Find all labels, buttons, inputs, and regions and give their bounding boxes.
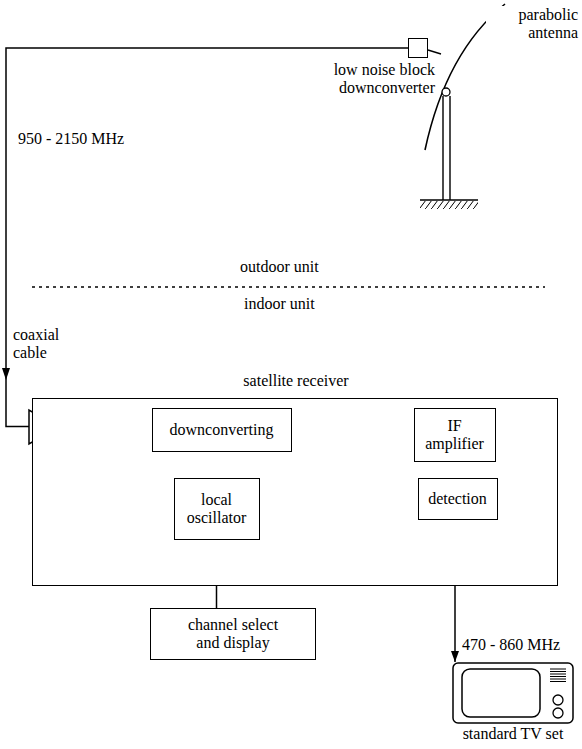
node-text: channel select and display <box>183 616 283 652</box>
region-label: indoor unit <box>244 295 354 313</box>
process-box: IF amplifier <box>414 408 496 462</box>
node-heading: standard TV set <box>423 725 582 743</box>
node-heading: satellite receiver <box>33 372 559 390</box>
ground-line <box>420 199 478 201</box>
node-text: detection <box>428 490 487 508</box>
region-label: outdoor unit <box>240 258 350 276</box>
antenna-label: parabolic antenna <box>486 6 578 42</box>
node-text: local oscillator <box>182 491 252 527</box>
node-text: IF amplifier <box>422 417 488 453</box>
signal-connector <box>6 48 408 427</box>
lnb-box: low noise block downconverter <box>408 38 428 58</box>
tv-set: standard TV set <box>452 662 574 724</box>
control-box: channel select and display <box>150 608 316 660</box>
process-box: downconverting <box>152 408 292 452</box>
feed-arm <box>428 50 441 54</box>
frequency-label: 470 - 860 MHz <box>462 636 560 654</box>
receiver-housing: satellite receiverdownconvertingIF ampli… <box>32 398 558 586</box>
unit-separator <box>32 286 545 288</box>
tv-drawing <box>452 662 574 724</box>
ground-hatch <box>420 201 478 209</box>
cable-arrowhead <box>2 368 10 380</box>
node-heading: low noise block downconverter <box>325 61 435 97</box>
process-box: local oscillator <box>174 478 260 540</box>
mount-pivot <box>442 88 450 96</box>
cable-label: coaxial cable <box>13 326 75 362</box>
process-box: detection <box>418 478 498 520</box>
frequency-label: 950 - 2150 MHz <box>18 130 158 148</box>
node-text: downconverting <box>170 421 274 439</box>
mount-pole <box>443 96 450 200</box>
